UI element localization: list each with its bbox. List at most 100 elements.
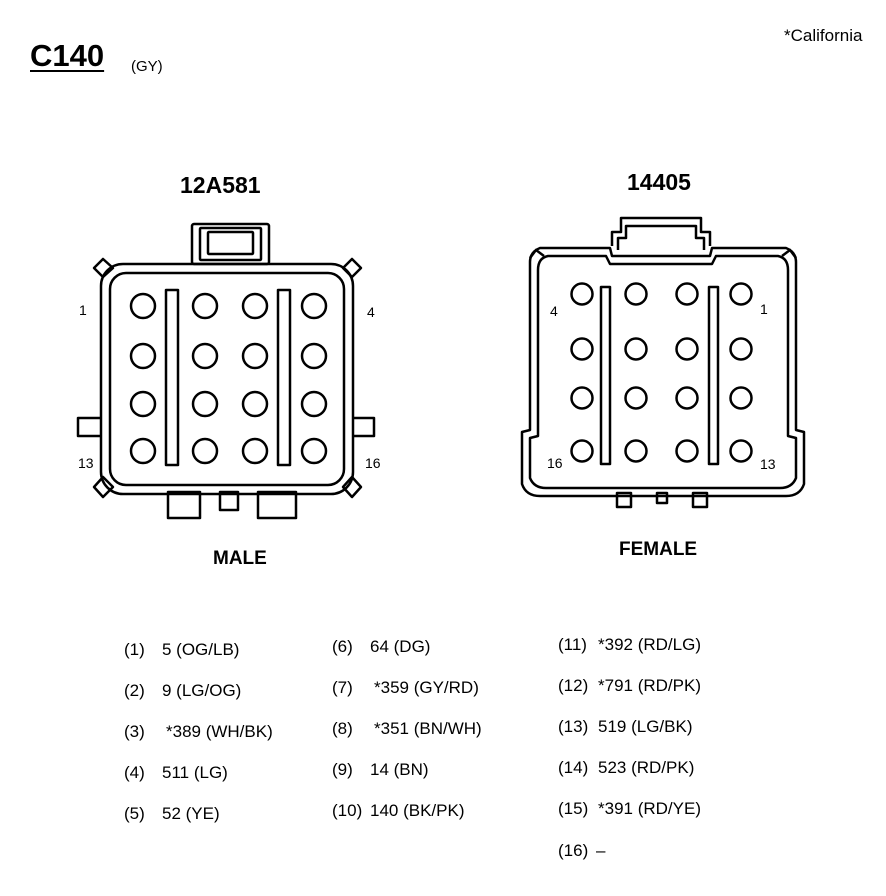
pin-number: (8) — [332, 719, 353, 738]
male-connector-part-number: 12A581 — [180, 172, 261, 198]
circuit-and-wire-color: *391 (RD/YE) — [598, 799, 701, 818]
pin-cavity — [191, 437, 219, 465]
male-pin-cavities — [129, 292, 328, 465]
circuit-and-wire-color: – — [596, 841, 606, 860]
pinout-row: (1) 5 (OG/LB) — [124, 640, 239, 660]
pin-cavity — [241, 292, 269, 320]
circuit-and-wire-color: 511 (LG) — [162, 763, 228, 782]
pin-cavity — [129, 390, 157, 418]
pin-cavity — [241, 437, 269, 465]
pin-number: (12) — [558, 676, 589, 695]
pinout-row: (15) *391 (RD/YE) — [558, 799, 701, 819]
circuit-and-wire-color: 14 (BN) — [370, 760, 429, 779]
pin-cavity — [129, 342, 157, 370]
pin-cavity — [624, 282, 648, 306]
pin-number: (11) — [558, 635, 587, 654]
pin-cavity — [300, 390, 328, 418]
male-pin-number-4: 4 — [367, 304, 375, 320]
female-connector-face — [520, 216, 806, 509]
pin-cavity — [570, 282, 594, 306]
pinout-row: (9) 14 (BN) — [332, 760, 429, 780]
pinout-row: (4) 511 (LG) — [124, 763, 228, 783]
pin-cavity — [241, 390, 269, 418]
pin-cavity — [729, 386, 753, 410]
pinout-row: (16)– — [558, 841, 605, 861]
pin-cavity — [675, 337, 699, 361]
pin-cavity — [729, 282, 753, 306]
pin-cavity — [241, 342, 269, 370]
female-pin-number-4: 4 — [550, 303, 558, 319]
pin-cavity — [624, 439, 648, 463]
pin-cavity — [675, 439, 699, 463]
circuit-and-wire-color: 140 (BK/PK) — [370, 801, 465, 820]
pinout-row: (12) *791 (RD/PK) — [558, 676, 701, 696]
circuit-and-wire-color: 5 (OG/LB) — [162, 640, 240, 659]
connector-drawings — [76, 216, 806, 520]
pin-cavity — [129, 437, 157, 465]
pin-cavity — [129, 292, 157, 320]
pin-cavity — [570, 337, 594, 361]
pin-number: (7) — [332, 678, 353, 697]
male-connector-face — [76, 222, 376, 520]
circuit-and-wire-color: *351 (BN/WH) — [374, 719, 482, 738]
circuit-and-wire-color: *359 (GY/RD) — [374, 678, 479, 697]
pin-number: (5) — [124, 804, 145, 823]
circuit-and-wire-color: 9 (LG/OG) — [162, 681, 242, 700]
pin-cavity — [675, 386, 699, 410]
pinout-row: (3) *389 (WH/BK) — [124, 722, 273, 742]
pin-cavity — [191, 390, 219, 418]
pin-number: (10) — [332, 801, 363, 820]
circuit-and-wire-color: *389 (WH/BK) — [166, 722, 273, 741]
pinout-row: (14) 523 (RD/PK) — [558, 758, 694, 778]
connector-id-title: C140 — [30, 38, 105, 73]
pin-cavity — [729, 337, 753, 361]
pin-number: (14) — [558, 758, 589, 777]
california-footnote: *California — [784, 26, 863, 45]
circuit-and-wire-color: *791 (RD/PK) — [598, 676, 701, 695]
pin-number: (9) — [332, 760, 353, 779]
circuit-and-wire-color: *392 (RD/LG) — [598, 635, 701, 654]
pin-cavity — [191, 292, 219, 320]
pin-number: (6) — [332, 637, 353, 656]
female-pin-number-1: 1 — [760, 301, 768, 317]
pinout-row: (13) 519 (LG/BK) — [558, 717, 693, 737]
pin-number: (16) — [558, 841, 589, 860]
female-pin-number-16: 16 — [547, 455, 563, 471]
pin-cavity — [729, 439, 753, 463]
pinout-row: (8) *351 (BN/WH) — [332, 719, 482, 739]
circuit-and-wire-color: 52 (YE) — [162, 804, 220, 823]
female-connector-part-number: 14405 — [627, 169, 691, 195]
female-pin-number-13: 13 — [760, 456, 776, 472]
circuit-and-wire-color: 523 (RD/PK) — [598, 758, 695, 777]
connector-color-code: (GY) — [131, 58, 163, 75]
pin-cavity — [300, 292, 328, 320]
pinout-row: (6) 64 (DG) — [332, 637, 430, 657]
male-pin-number-13: 13 — [78, 455, 94, 471]
female-label: FEMALE — [619, 539, 698, 560]
pinout-row: (2) 9 (LG/OG) — [124, 681, 241, 701]
pin-cavity — [624, 337, 648, 361]
pinout-row: (11) *392 (RD/LG) — [558, 635, 701, 655]
pin-number: (3) — [124, 722, 145, 741]
pinout-row: (5) 52 (YE) — [124, 804, 220, 824]
pin-cavity — [570, 439, 594, 463]
male-label: MALE — [213, 548, 267, 569]
pin-cavity — [675, 282, 699, 306]
pin-number: (15) — [558, 799, 589, 818]
pinout-row: (10) 140 (BK/PK) — [332, 801, 465, 821]
pin-cavity — [570, 386, 594, 410]
pin-cavity — [300, 342, 328, 370]
pinout-row: (7) *359 (GY/RD) — [332, 678, 479, 698]
pin-cavity — [300, 437, 328, 465]
pin-cavity — [624, 386, 648, 410]
circuit-and-wire-color: 64 (DG) — [370, 637, 431, 656]
pin-number: (2) — [124, 681, 145, 700]
male-pin-number-16: 16 — [365, 455, 381, 471]
pin-number: (4) — [124, 763, 145, 782]
pin-number: (1) — [124, 640, 145, 659]
pin-cavity — [191, 342, 219, 370]
pin-number: (13) — [558, 717, 589, 736]
male-pin-number-1: 1 — [79, 302, 87, 318]
female-pin-cavities — [570, 282, 753, 463]
circuit-and-wire-color: 519 (LG/BK) — [598, 717, 693, 736]
